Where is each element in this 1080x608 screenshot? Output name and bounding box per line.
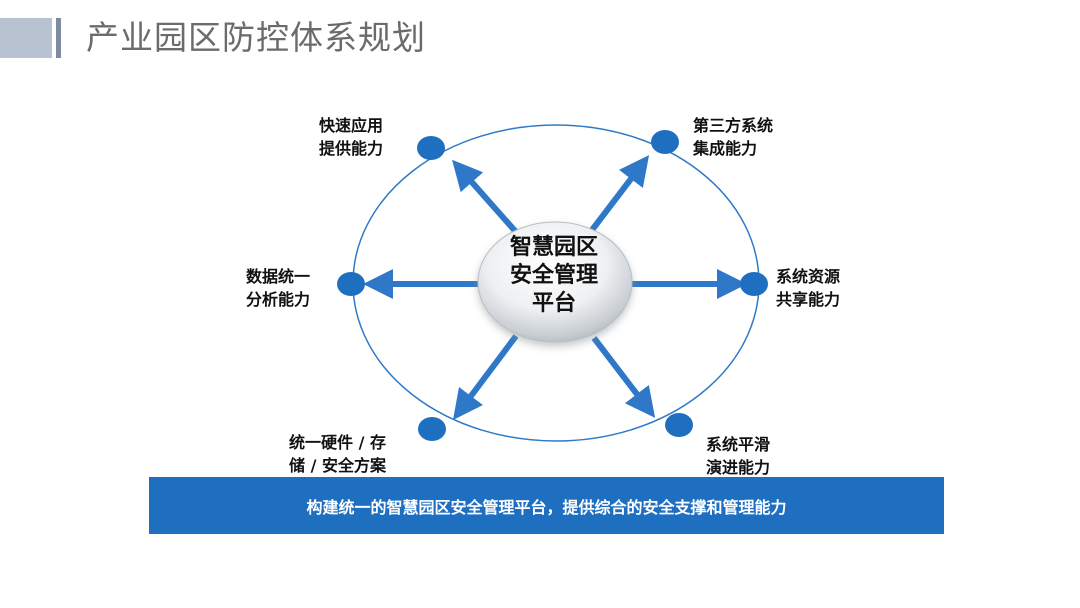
title-accent-bar xyxy=(56,18,61,58)
summary-banner-text: 构建统一的智慧园区安全管理平台，提供综合的安全支撑和管理能力 xyxy=(306,497,787,517)
node-dot-right xyxy=(740,272,768,296)
node-dot-bottom-right xyxy=(665,413,693,437)
node-label-top-right: 第三方系统 集成能力 xyxy=(693,116,774,158)
node-label-bottom-right: 系统平滑 演进能力 xyxy=(706,435,771,477)
node-label-left: 数据统一 分析能力 xyxy=(246,267,311,309)
summary-banner: 构建统一的智慧园区安全管理平台，提供综合的安全支撑和管理能力 xyxy=(149,477,944,534)
node-dot-left xyxy=(337,272,365,296)
hub-label-line-2: 安全管理 xyxy=(509,263,598,288)
arrow-bottom-right xyxy=(591,336,656,418)
hub-label: 智慧园区 安全管理 平台 xyxy=(474,216,634,336)
page-title: 产业园区防控体系规划 xyxy=(86,18,426,57)
node-label-bottom-left: 统一硬件 / 存 储 / 安全方案 xyxy=(289,433,386,475)
hub-label-line-1: 智慧园区 xyxy=(509,235,598,260)
title-accent-block xyxy=(0,18,52,58)
node-dot-top-right xyxy=(651,130,679,154)
node-label-top-left: 快速应用 提供能力 xyxy=(319,116,384,158)
arrow-bottom-left xyxy=(453,334,519,420)
hub-label-line-3: 平台 xyxy=(531,291,576,316)
node-label-right: 系统资源 共享能力 xyxy=(776,267,841,309)
arrow-top-left xyxy=(452,159,519,234)
node-dots xyxy=(337,130,768,441)
spoke-arrows xyxy=(363,155,747,420)
node-dot-top-left xyxy=(417,136,445,160)
arrow-top-right xyxy=(589,155,650,232)
hub-circle xyxy=(477,221,633,343)
node-dot-bottom-left xyxy=(418,417,446,441)
